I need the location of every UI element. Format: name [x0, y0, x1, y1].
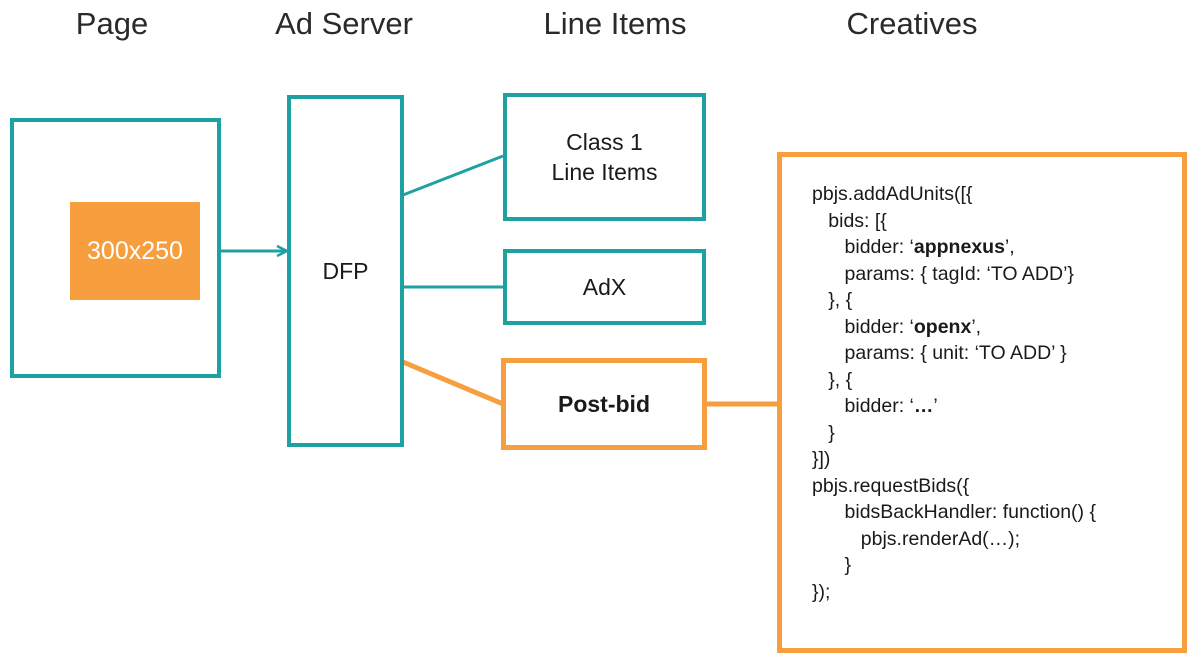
code-indent [812, 289, 828, 311]
code-line: bidsBackHandler: function() { [812, 499, 1096, 526]
code-line: bidder: ‘openx’, [812, 314, 1096, 341]
code-line: params: { unit: ‘TO ADD’ } [812, 340, 1096, 367]
code-line: params: { tagId: ‘TO ADD’} [812, 261, 1096, 288]
code-line: pbjs.renderAd(…); [812, 526, 1096, 553]
heading-creatives: Creatives [846, 6, 978, 41]
class1-label-line2: Line Items [551, 159, 658, 185]
code-indent [812, 369, 828, 391]
ad-unit-300x250: 300x250 [70, 202, 200, 300]
class1-line-items-box: Class 1 Line Items [503, 93, 706, 221]
creative-code-block: pbjs.addAdUnits([{ bids: [{ bidder: ‘app… [812, 181, 1096, 605]
code-indent [812, 342, 845, 364]
postbid-label: Post-bid [558, 391, 650, 417]
code-line: } [812, 420, 1096, 447]
dfp-to-class1-connector [402, 154, 504, 197]
code-indent [812, 263, 845, 285]
code-indent [812, 210, 828, 232]
code-text: bidsBackHandler: function() { [844, 501, 1096, 523]
code-bidder-name: appnexus [913, 236, 1005, 258]
code-line: pbjs.addAdUnits([{ [812, 181, 1096, 208]
code-line: }); [812, 579, 1096, 606]
code-indent [812, 501, 845, 523]
code-bidder-name: … [913, 395, 934, 417]
code-text: }]) [812, 448, 831, 470]
dfp-label: DFP [322, 258, 369, 284]
code-text: pbjs.requestBids({ [812, 474, 970, 497]
code-indent [812, 395, 845, 417]
code-line: pbjs.requestBids({ [812, 473, 1096, 500]
code-line: bids: [{ [812, 208, 1096, 235]
code-line: bidder: ‘…’ [812, 393, 1096, 420]
code-indent [812, 316, 845, 338]
class1-label-line1: Class 1 [566, 129, 643, 155]
heading-ad-server: Ad Server [275, 6, 413, 41]
code-text: ’, [1004, 236, 1015, 258]
code-text: bidder: ‘ [844, 395, 914, 417]
code-indent [812, 554, 845, 576]
code-text: bids: [{ [828, 209, 887, 232]
code-text: pbjs.addAdUnits([{ [812, 183, 973, 205]
code-line: } [812, 552, 1096, 579]
dfp-to-postbid-connector [402, 359, 504, 407]
code-line: bidder: ‘appnexus’, [812, 234, 1096, 261]
code-text: params: { tagId: ‘TO ADD’} [844, 262, 1074, 285]
code-indent [812, 528, 861, 550]
creative-code-box: pbjs.addAdUnits([{ bids: [{ bidder: ‘app… [777, 152, 1187, 653]
code-text: }, { [828, 368, 853, 391]
code-text: bidder: ‘ [844, 315, 914, 338]
code-text: } [844, 554, 852, 576]
code-text: pbjs.renderAd(…); [860, 527, 1021, 550]
heading-line-items: Line Items [543, 6, 687, 41]
adx-box: AdX [503, 249, 706, 325]
code-text: bidder: ‘ [844, 236, 914, 258]
adx-label: AdX [582, 274, 627, 300]
code-line: }, { [812, 287, 1096, 314]
code-line: }, { [812, 367, 1096, 394]
code-bidder-name: openx [913, 315, 972, 338]
code-text: ’ [933, 395, 938, 417]
code-text: }, { [828, 289, 853, 311]
heading-page: Page [75, 6, 149, 41]
code-text: } [828, 421, 835, 444]
postbid-box: Post-bid [501, 358, 707, 450]
code-text: }); [812, 580, 831, 603]
dfp-box: DFP [287, 95, 404, 447]
code-indent [812, 422, 828, 444]
code-text: ’, [971, 315, 982, 338]
code-line: }]) [812, 446, 1096, 473]
code-text: params: { unit: ‘TO ADD’ } [844, 342, 1067, 364]
code-indent [812, 236, 845, 258]
